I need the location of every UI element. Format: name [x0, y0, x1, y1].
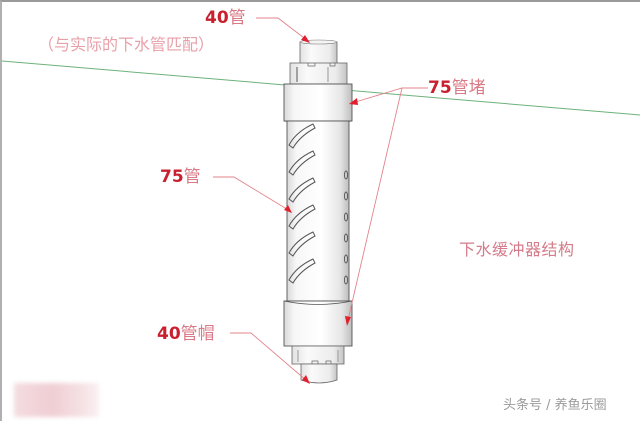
side-slots: [343, 170, 349, 285]
label-75-plug: 75管堵: [428, 80, 486, 97]
bottom-fitting-collar: [291, 345, 345, 365]
label-40-pipe-text: 管: [228, 8, 246, 28]
arrow-75-plug-top: [349, 98, 358, 105]
arrow-75-plug-bottom: [345, 316, 351, 326]
label-75-plug-text: 管堵: [451, 78, 486, 98]
bottom-75-plug: [283, 300, 353, 347]
top-fitting-collar: [289, 62, 348, 85]
arrow-heads: [284, 35, 358, 384]
label-75-pipe-number: 75: [160, 167, 184, 187]
blurred-logo: [14, 383, 99, 417]
top-40-pipe: [299, 39, 338, 65]
top-75-plug: [283, 83, 353, 124]
label-75-plug-number: 75: [428, 78, 452, 98]
arrow-40-pipe: [301, 35, 310, 43]
label-40-cap-number: 40: [157, 324, 181, 344]
arrow-40-cap: [302, 375, 310, 384]
bottom-40-cap: [300, 363, 338, 384]
arrow-75-pipe: [284, 205, 292, 213]
main-75-pipe: [286, 120, 350, 302]
watermark: 头条号 / 养鱼乐圈: [503, 398, 607, 413]
diagram-title: 下水缓冲器结构: [459, 240, 575, 259]
label-40-cap: 40管帽: [157, 326, 215, 343]
label-75-pipe-text: 管: [183, 167, 201, 187]
leader-lines: [213, 17, 428, 382]
label-75-pipe: 75管: [160, 169, 201, 186]
label-40-cap-text: 管帽: [180, 324, 215, 344]
label-40-pipe: 40管: [205, 10, 246, 27]
spiral-slots: [288, 123, 316, 284]
label-40-pipe-note: （与实际的下水管匹配）: [38, 35, 215, 54]
label-40-pipe-number: 40: [205, 8, 229, 28]
